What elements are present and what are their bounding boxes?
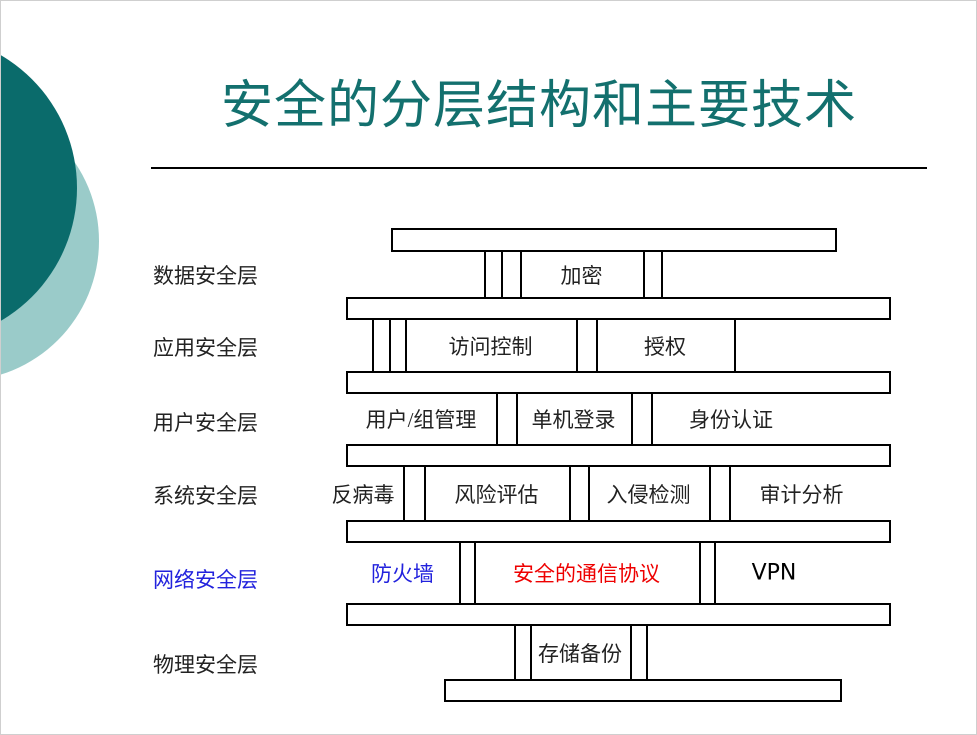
divider-line [651, 394, 653, 444]
cell-authorization: 授权 [644, 334, 686, 359]
cell-audit-analysis: 审计分析 [759, 482, 844, 507]
divider-line [389, 320, 391, 371]
plate-bottom [444, 679, 842, 702]
divider-line [569, 467, 571, 520]
divider-line [520, 252, 522, 298]
divider-line [661, 252, 663, 298]
divider-line [484, 252, 486, 298]
divider-line [459, 543, 461, 603]
plate-top [391, 228, 837, 252]
divider-line [630, 626, 632, 679]
page-title: 安全的分层结构和主要技术 [220, 76, 857, 136]
divider-line [646, 626, 648, 679]
divider-line [474, 543, 476, 603]
cell-storage-backup: 存储备份 [538, 641, 622, 666]
divider-line [709, 467, 711, 520]
divider-line [729, 467, 731, 520]
divider-line [496, 394, 498, 444]
plate-network-physical [346, 603, 891, 626]
layer-label-physical: 物理安全层 [153, 653, 258, 677]
plate-data-application [346, 297, 891, 320]
layer-label-application: 应用安全层 [153, 336, 258, 360]
divider-line [588, 467, 590, 520]
divider-line [501, 252, 503, 298]
cell-antivirus: 反病毒 [331, 482, 395, 507]
plate-application-user [346, 371, 891, 394]
title-underline-rule [151, 167, 927, 169]
divider-line [576, 320, 578, 371]
divider-line [372, 320, 374, 371]
band-application-layer: 访问控制 授权 [372, 320, 736, 371]
cell-vpn: VPN [751, 560, 797, 586]
band-system-layer: 反病毒 风险评估 入侵检测 审计分析 [323, 467, 891, 520]
divider-line [734, 320, 736, 371]
divider-line [403, 467, 405, 520]
plate-system-network [346, 520, 891, 543]
layer-label-data: 数据安全层 [153, 264, 258, 288]
divider-line [530, 626, 532, 679]
band-data-layer: 加密 [484, 252, 663, 298]
band-physical-layer: 存储备份 [514, 626, 648, 679]
cell-user-group-management: 用户/组管理 [365, 408, 477, 432]
layer-label-network: 网络安全层 [153, 568, 258, 592]
cell-access-control: 访问控制 [448, 334, 533, 359]
divider-line [714, 543, 716, 603]
divider-line [643, 252, 645, 298]
band-user-layer: 用户/组管理 单机登录 身份认证 [346, 394, 891, 444]
band-network-layer: 防火墙 安全的通信协议 VPN [346, 543, 891, 603]
divider-line [596, 320, 598, 371]
divider-line [424, 467, 426, 520]
layer-label-system: 系统安全层 [153, 484, 258, 508]
cell-secure-communication-protocol: 安全的通信协议 [513, 562, 660, 586]
plate-user-system [346, 444, 891, 467]
title-block: 安全的分层结构和主要技术 [151, 79, 927, 134]
cell-single-sign-on: 单机登录 [531, 408, 616, 432]
divider-line [699, 543, 701, 603]
cell-risk-assessment: 风险评估 [454, 482, 539, 507]
cell-firewall: 防火墙 [371, 562, 434, 586]
cell-intrusion-detection: 入侵检测 [606, 482, 691, 507]
divider-line [631, 394, 633, 444]
divider-line [514, 626, 516, 679]
divider-line [405, 320, 407, 371]
divider-line [516, 394, 518, 444]
cell-encryption: 加密 [560, 264, 603, 288]
cell-identity-authentication: 身份认证 [689, 408, 773, 432]
layer-label-user: 用户安全层 [153, 411, 258, 435]
